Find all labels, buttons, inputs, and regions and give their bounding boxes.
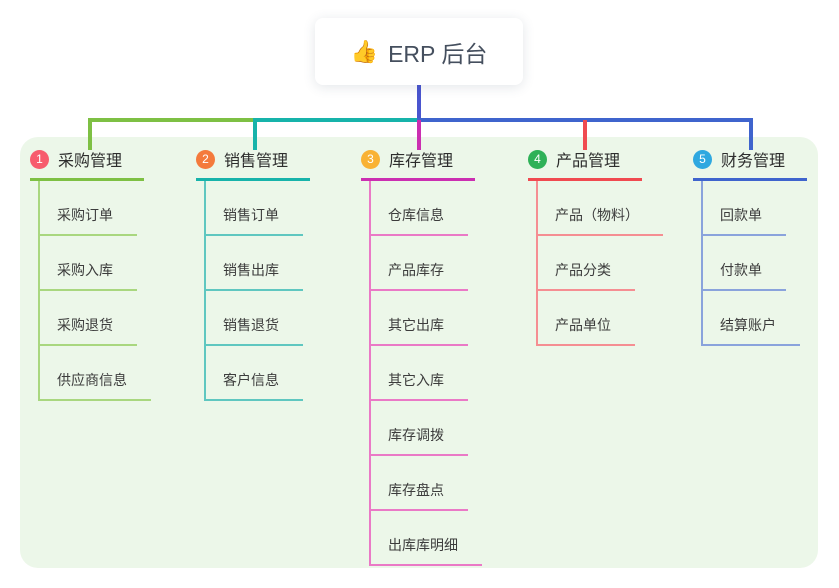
branch-drop-line (88, 120, 92, 150)
hline-left (88, 118, 253, 122)
sub-node-label: 其它入库 (388, 372, 444, 388)
sub-node-label: 付款单 (720, 262, 762, 278)
branch-label: 财务管理 (721, 153, 786, 170)
sub-node-label: 采购订单 (57, 207, 113, 223)
branch-number-badge: 2 (196, 149, 215, 169)
branch-drop-line (253, 120, 257, 150)
branch-number-badge: 5 (693, 149, 712, 169)
sub-node[interactable]: 库存盘点 (371, 456, 468, 511)
sub-node[interactable]: 客户信息 (206, 346, 303, 401)
branch-subtree: 回款单付款单结算账户 (701, 181, 800, 346)
sub-node-label: 产品（物料） (555, 207, 639, 223)
sub-node[interactable]: 付款单 (703, 236, 786, 291)
branches-background-panel (20, 137, 818, 568)
branch-node[interactable]: 1 采购管理 (30, 147, 144, 181)
branch-number-badge: 1 (30, 149, 49, 169)
sub-node-label: 供应商信息 (57, 372, 127, 388)
branch-column: 1 采购管理 采购订单采购入库采购退货供应商信息 (30, 147, 151, 401)
thumbs-up-icon: 👍 (350, 38, 379, 64)
branch-column: 2 销售管理 销售订单销售出库销售退货客户信息 (196, 147, 310, 401)
sub-node[interactable]: 产品（物料） (538, 181, 663, 236)
root-node-label: ERP 后台 (388, 40, 488, 67)
branch-column: 5 财务管理 回款单付款单结算账户 (693, 147, 807, 346)
sub-node-label: 采购退货 (57, 317, 113, 333)
sub-node-label: 库存盘点 (388, 482, 444, 498)
branch-node[interactable]: 3 库存管理 (361, 147, 475, 181)
branch-subtree: 销售订单销售出库销售退货客户信息 (204, 181, 303, 401)
sub-node[interactable]: 出库库明细 (371, 511, 482, 566)
sub-node-label: 销售出库 (223, 262, 279, 278)
sub-node-label: 产品单位 (555, 317, 611, 333)
sub-node-label: 库存调拨 (388, 427, 444, 443)
root-node[interactable]: 👍 ERP 后台 (315, 18, 523, 85)
branch-label: 库存管理 (389, 153, 454, 170)
branch-label: 产品管理 (556, 153, 621, 170)
branch-label: 采购管理 (58, 153, 123, 170)
branch-subtree: 产品（物料） 产品分类产品单位 (536, 181, 663, 346)
sub-node-label: 采购入库 (57, 262, 113, 278)
branch-subtree: 仓库信息产品库存其它出库其它入库库存调拨库存盘点出库库明细 (369, 181, 482, 566)
sub-node[interactable]: 采购入库 (40, 236, 137, 291)
sub-node-label: 产品分类 (555, 262, 611, 278)
sub-node-label: 回款单 (720, 207, 762, 223)
sub-node[interactable]: 其它出库 (371, 291, 468, 346)
hline-middle (253, 118, 417, 122)
branch-drop-line (583, 120, 587, 150)
sub-node[interactable]: 仓库信息 (371, 181, 468, 236)
sub-node-label: 产品库存 (388, 262, 444, 278)
branch-node[interactable]: 5 财务管理 (693, 147, 807, 181)
sub-node[interactable]: 其它入库 (371, 346, 468, 401)
branch-subtree: 采购订单采购入库采购退货供应商信息 (38, 181, 151, 401)
sub-node-label: 结算账户 (720, 317, 776, 333)
branch-column: 4 产品管理 产品（物料） 产品分类产品单位 (528, 147, 663, 346)
root-stem-line (417, 85, 421, 120)
sub-node-label: 客户信息 (223, 372, 279, 388)
sub-node[interactable]: 产品库存 (371, 236, 468, 291)
sub-node[interactable]: 产品单位 (538, 291, 635, 346)
sub-node[interactable]: 供应商信息 (40, 346, 151, 401)
sub-node-label: 销售退货 (223, 317, 279, 333)
sub-node[interactable]: 采购订单 (40, 181, 137, 236)
sub-node[interactable]: 采购退货 (40, 291, 137, 346)
sub-node[interactable]: 产品分类 (538, 236, 635, 291)
sub-node[interactable]: 销售订单 (206, 181, 303, 236)
branch-node[interactable]: 4 产品管理 (528, 147, 642, 181)
sub-node-label: 出库库明细 (388, 537, 458, 553)
sub-node[interactable]: 销售退货 (206, 291, 303, 346)
branch-number-badge: 3 (361, 149, 380, 169)
branch-column: 3 库存管理 仓库信息产品库存其它出库其它入库库存调拨库存盘点出库库明细 (361, 147, 482, 566)
branch-node[interactable]: 2 销售管理 (196, 147, 310, 181)
sub-node-label: 其它出库 (388, 317, 444, 333)
branch-label: 销售管理 (224, 153, 289, 170)
sub-node[interactable]: 回款单 (703, 181, 786, 236)
sub-node-label: 仓库信息 (388, 207, 444, 223)
sub-node[interactable]: 销售出库 (206, 236, 303, 291)
branch-drop-line (749, 120, 753, 150)
sub-node[interactable]: 结算账户 (703, 291, 800, 346)
sub-node-label: 销售订单 (223, 207, 279, 223)
sub-node[interactable]: 库存调拨 (371, 401, 468, 456)
branch-number-badge: 4 (528, 149, 547, 169)
branch-drop-line (417, 120, 421, 150)
